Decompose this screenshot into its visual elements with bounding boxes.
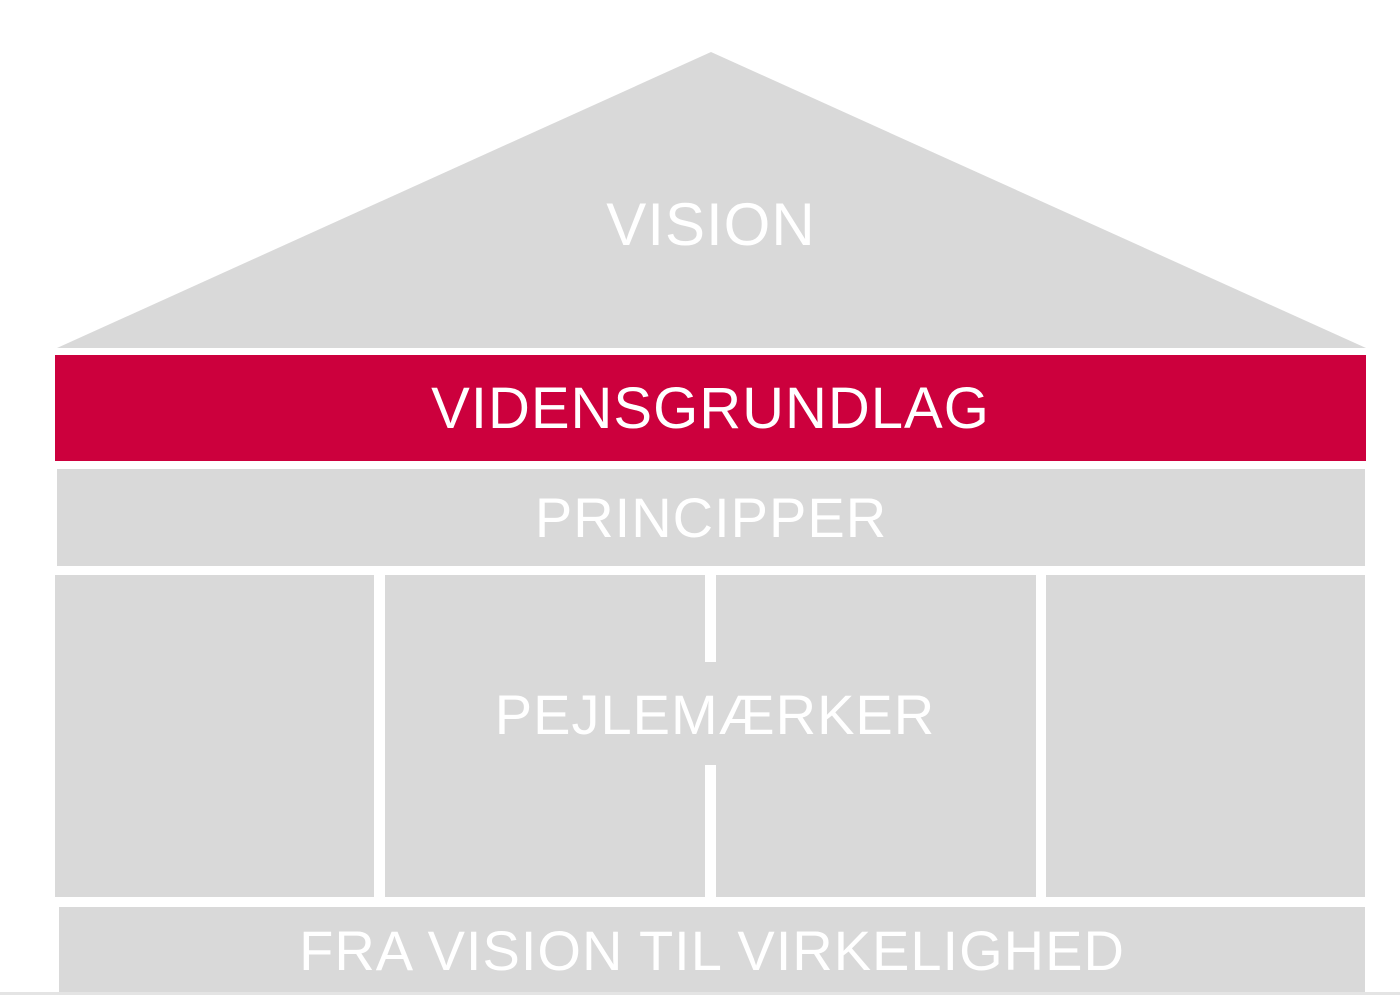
foundation-label: FRA VISION TIL VIRKELIGHED [299, 918, 1125, 982]
pillar-label-backdrop [490, 662, 930, 765]
foundation-band: FRA VISION TIL VIRKELIGHED [59, 907, 1365, 993]
roof-triangle [57, 52, 1366, 348]
vision-label: VISION [606, 191, 816, 258]
principles-band: PRINCIPPER [57, 469, 1365, 566]
pillars-label: PEJLEMÆRKER [494, 683, 936, 746]
knowledge-base-band: VIDENSGRUNDLAG [55, 355, 1366, 461]
pillar-1 [55, 575, 374, 897]
knowledge-base-label: VIDENSGRUNDLAG [431, 375, 990, 441]
pillar-4 [1046, 575, 1365, 897]
ground-line [0, 992, 1400, 995]
principles-label: PRINCIPPER [534, 486, 888, 549]
